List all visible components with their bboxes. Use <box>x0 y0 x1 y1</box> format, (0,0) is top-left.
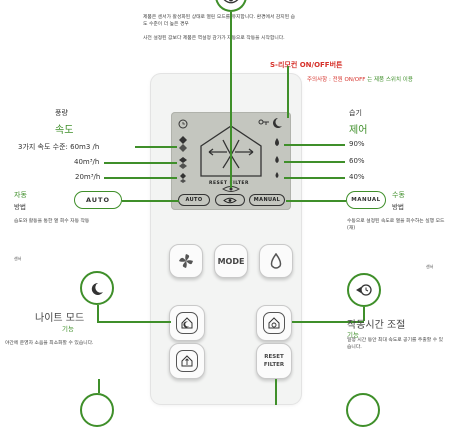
speed-20: 20m³/h <box>75 173 101 181</box>
timer-desc-line2: 습니다. <box>347 345 362 350</box>
eye-icon <box>224 0 238 3</box>
remote-onoff-label: S-리모컨 ON/OFF버튼 <box>270 61 343 69</box>
notice-highlight: 전원 ON/OFF <box>332 77 366 83</box>
notice: 주의사항 : 전원 ON/OFF 는 제품 스위치 이용 <box>307 75 413 83</box>
connector-speed40 <box>104 162 177 164</box>
humidity-90: 90% <box>349 140 365 148</box>
night-desc: 야간에 운영자 소음을 최소화할 수 있습니다. <box>5 341 94 346</box>
lcd-auto-pill: AUTO <box>178 194 210 206</box>
connector-speed60 <box>135 146 177 148</box>
auto-note: 센서 <box>14 256 22 261</box>
speed-title: 속도 <box>55 125 74 136</box>
lcd-reset-filter: RESET FILTER <box>209 181 249 186</box>
mode-button[interactable]: MODE <box>214 244 248 278</box>
filter-label: FILTER <box>263 362 285 368</box>
bottom-right-circle <box>346 393 380 427</box>
house-arrows-icon <box>181 355 193 367</box>
night-circle <box>80 271 114 305</box>
volume-label: 풍량 <box>55 109 68 117</box>
auto-desc: 습도와 활동을 통한 열 회수 자동 작동 <box>14 219 90 224</box>
humidity-label: 습기 <box>349 109 362 117</box>
timer-title: 작동시간 조절 <box>347 320 406 331</box>
manual-desc: 수동으로 설정된 속도로 열을 회수하는 실행 모드 (재) <box>347 218 459 232</box>
top-desc-line1: 제품은 센서가 활성화된 상태로 열린 모드를 유지합니다. 환경에서 감지된 … <box>143 15 296 20</box>
manual-title: 수동 <box>392 191 405 199</box>
lcd-manual-pill: MANUAL <box>249 194 285 206</box>
timer-desc-line1: 일정 시간 동안 최대 속도로 공기를 주출할 수 있 <box>347 338 444 343</box>
connector-eye <box>230 12 232 188</box>
timer-sub: 기능 <box>347 331 359 339</box>
humidity-60: 60% <box>349 157 365 165</box>
timer-button[interactable] <box>256 305 292 341</box>
auto-callout: AUTO <box>74 191 122 209</box>
connector-speed20 <box>104 177 177 179</box>
notice-prefix: 주의사항 : <box>307 77 333 83</box>
boost-button[interactable] <box>169 343 205 379</box>
speed-60: 3가지 속도 수준: 60m3 /h <box>18 143 100 151</box>
drop-icon <box>270 253 282 269</box>
humidity-40: 40% <box>349 173 365 181</box>
connector-night-v <box>97 305 99 321</box>
control-title: 제어 <box>349 125 368 136</box>
humidity-button[interactable] <box>259 244 293 278</box>
auto-sub: 방법 <box>14 203 26 211</box>
fan-icon <box>179 254 193 268</box>
top-description: 제품은 센서가 활성화된 상태로 열린 모드를 유지합니다. 환경에서 감지된 … <box>143 14 333 42</box>
connector-bottom-left <box>98 379 100 393</box>
connector-auto <box>122 200 179 202</box>
manual-note: 센서 <box>426 264 434 269</box>
manual-sub: 방법 <box>392 203 404 211</box>
clock-arrow-icon <box>356 284 372 296</box>
top-desc-line2: 도 수준이 더 높은 경우 <box>143 22 189 27</box>
connector-manual <box>286 200 346 202</box>
reset-label: RESET <box>264 354 284 360</box>
connector-night-h <box>97 321 171 323</box>
connector-remote-button <box>287 66 289 118</box>
night-mode-button[interactable] <box>169 305 205 341</box>
lcd-eye-pill <box>215 194 245 206</box>
connector-h60 <box>284 161 345 163</box>
connector-h40 <box>284 177 345 179</box>
connector-timer-h <box>292 321 364 323</box>
notice-suffix: 는 제품 스위치 이용 <box>365 77 413 83</box>
timer-house-icon <box>268 317 280 329</box>
reset-filter-button[interactable]: RESET FILTER <box>256 343 292 379</box>
connector-h90 <box>284 144 345 146</box>
night-sub: 기능 <box>62 325 74 333</box>
top-desc-line3: 사전 설정된 값보다 제품은 역설정 감가가 자동으로 작동을 시작합니다. <box>143 36 285 41</box>
timer-desc: 일정 시간 동안 최대 속도로 공기를 주출할 수 있 습니다. <box>347 337 462 351</box>
fan-speed-button[interactable] <box>169 244 203 278</box>
manual-desc-line1: 수동으로 설정된 속도로 열을 회수하는 실행 모드 <box>347 219 445 224</box>
connector-timer-v <box>363 307 365 321</box>
speed-40: 40m³/h <box>74 158 100 166</box>
manual-desc-line2: (재) <box>347 226 356 231</box>
timer-circle <box>347 273 381 307</box>
night-title: 나이트 모드 <box>35 313 85 324</box>
auto-title: 자동 <box>14 191 27 199</box>
connector-bottom-right <box>275 379 277 405</box>
moon-house-icon <box>181 317 193 329</box>
bottom-left-circle <box>80 393 114 427</box>
eye-mode-circle <box>215 0 247 12</box>
manual-callout: MANUAL <box>346 191 386 209</box>
eye-icon <box>223 197 237 203</box>
moon-icon <box>91 282 103 295</box>
